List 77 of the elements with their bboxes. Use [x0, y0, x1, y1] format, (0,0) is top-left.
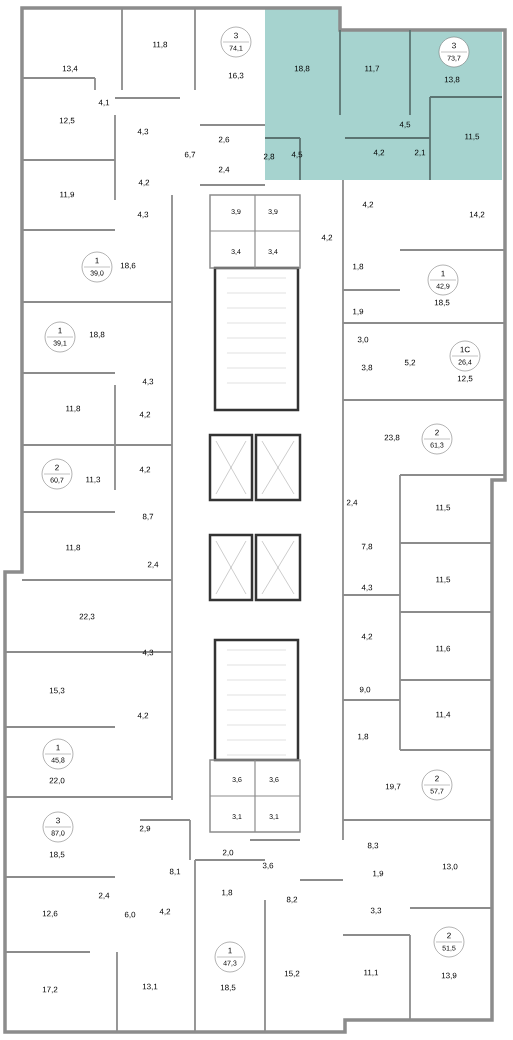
- room-area: 11,9: [60, 191, 75, 199]
- room-area: 9,0: [359, 686, 371, 694]
- room-area: 4,3: [142, 378, 154, 386]
- room-area: 4,2: [137, 712, 149, 720]
- room-area: 7,8: [361, 543, 373, 551]
- room-area: 15,3: [49, 687, 65, 695]
- room-area: 2,4: [346, 499, 358, 507]
- room-area: 4,3: [142, 649, 154, 657]
- room-area: 18,5: [220, 984, 236, 992]
- room-area: 12,6: [42, 910, 58, 918]
- room-area: 5,2: [404, 359, 416, 367]
- room-area: 22,0: [49, 777, 65, 785]
- room-area: 8,2: [286, 896, 298, 904]
- room-area: 2,4: [147, 561, 159, 569]
- room-area: 2,0: [222, 849, 234, 857]
- room-area: 22,3: [79, 613, 95, 621]
- room-area: 2,4: [218, 166, 230, 174]
- room-area: 2,4: [98, 892, 110, 900]
- room-area: 3,3: [370, 907, 382, 915]
- room-area: 4,2: [139, 411, 151, 419]
- room-area: 2,9: [139, 825, 151, 833]
- room-area: 11,1: [364, 969, 379, 977]
- room-area: 4,5: [399, 121, 411, 129]
- room-area: 13,4: [62, 65, 78, 73]
- room-area: 4,5: [291, 151, 303, 159]
- room-area: 6,7: [184, 151, 196, 159]
- room-area: 1,8: [222, 889, 233, 897]
- room-area: 1,8: [353, 263, 364, 271]
- room-area: 4,3: [137, 128, 149, 136]
- room-area: 13,1: [142, 983, 158, 991]
- room-area: 15,2: [284, 970, 300, 978]
- room-area: 2,8: [263, 153, 275, 161]
- room-area: 4,1: [98, 99, 110, 107]
- room-area: 19,7: [385, 783, 401, 791]
- room-area: 14,2: [469, 211, 485, 219]
- room-area: 1,8: [358, 733, 369, 741]
- room-area: 6,0: [124, 911, 136, 919]
- room-area: 2,1: [414, 149, 426, 157]
- room-area: 4,2: [159, 908, 171, 916]
- room-area: 12,5: [59, 117, 75, 125]
- room-area: 2,6: [218, 136, 230, 144]
- room-area: 8,7: [142, 513, 154, 521]
- room-area: 4,3: [137, 211, 149, 219]
- room-area: 4,2: [373, 149, 385, 157]
- room-area: 4,2: [361, 633, 373, 641]
- room-area: 3,8: [361, 364, 373, 372]
- room-area: 3,6: [262, 862, 274, 870]
- room-area: 23,8: [384, 434, 400, 442]
- room-area: 11,7: [365, 65, 380, 73]
- room-area: 1,9: [353, 308, 364, 316]
- room-area: 18,8: [89, 331, 105, 339]
- room-area: 11,5: [465, 133, 480, 141]
- room-area: 18,8: [294, 65, 310, 73]
- room-area: 8,1: [169, 868, 181, 876]
- room-area: 3,0: [357, 336, 369, 344]
- room-area: 16,3: [228, 72, 244, 80]
- room-area: 11,3: [86, 476, 101, 484]
- room-area: 11,5: [436, 576, 451, 584]
- room-area: 11,4: [436, 711, 451, 719]
- room-area: 8,3: [367, 842, 379, 850]
- room-area: 11,8: [153, 41, 168, 49]
- room-area: 11,8: [66, 544, 81, 552]
- room-area: 13,0: [442, 863, 458, 871]
- room-area: 18,6: [120, 262, 136, 270]
- room-area: 4,2: [138, 179, 150, 187]
- room-area: 13,9: [441, 972, 457, 980]
- room-area: 11,5: [436, 504, 451, 512]
- room-area: 11,8: [66, 405, 81, 413]
- room-area: 1,9: [373, 870, 384, 878]
- room-area: 18,5: [49, 851, 65, 859]
- room-area: 11,6: [436, 645, 451, 653]
- room-area: 4,2: [139, 466, 151, 474]
- room-area: 4,2: [362, 201, 374, 209]
- room-area: 4,3: [361, 584, 373, 592]
- room-area: 4,2: [321, 234, 333, 242]
- room-area: 17,2: [42, 986, 58, 994]
- room-area: 13,8: [444, 76, 460, 84]
